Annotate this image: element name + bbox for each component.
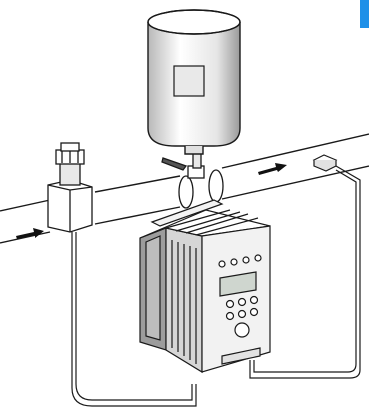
pressure-tank	[148, 10, 240, 154]
flow-arrow-right	[258, 163, 287, 175]
tank-label	[174, 66, 204, 96]
isolation-valve	[162, 150, 223, 208]
flow-sensor	[314, 155, 336, 171]
pressure-sensor	[48, 143, 92, 232]
drive-dial	[235, 323, 249, 337]
flow-arrow-left	[16, 228, 44, 239]
variable-speed-drive	[140, 200, 270, 372]
